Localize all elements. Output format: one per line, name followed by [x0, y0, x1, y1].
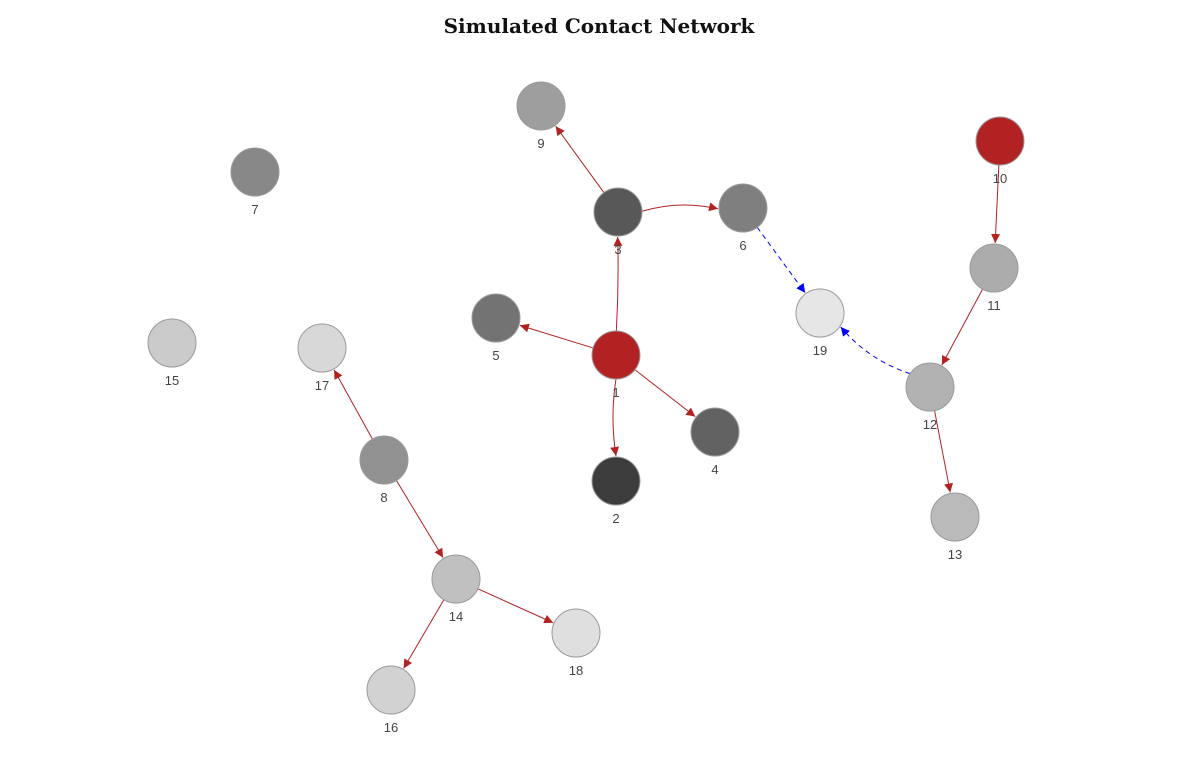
edge-14-to-16 [403, 599, 445, 669]
node-8-label: 8 [380, 490, 387, 505]
node-16-circle[interactable] [366, 665, 416, 715]
edges-layer [333, 125, 1001, 669]
node-6-label: 6 [739, 238, 746, 253]
node-5-circle[interactable] [471, 293, 521, 343]
node-12[interactable]: 12 [905, 362, 955, 432]
node-2-circle[interactable] [591, 456, 641, 506]
node-3-circle[interactable] [593, 187, 643, 237]
node-16[interactable]: 16 [366, 665, 416, 735]
node-4[interactable]: 4 [690, 407, 740, 477]
node-14-circle[interactable] [431, 554, 481, 604]
edge-3-to-6 [641, 202, 719, 212]
edge-3-to-9 [555, 125, 605, 193]
node-17[interactable]: 17 [297, 323, 347, 393]
node-7-circle[interactable] [230, 147, 280, 197]
edge-14-to-18 [477, 588, 554, 624]
node-8-circle[interactable] [359, 435, 409, 485]
node-13-label: 13 [948, 547, 962, 562]
node-4-label: 4 [711, 462, 718, 477]
node-14-label: 14 [449, 609, 463, 624]
node-4-circle[interactable] [690, 407, 740, 457]
node-2-label: 2 [612, 511, 619, 526]
node-19[interactable]: 19 [795, 288, 845, 358]
edge-1-to-5 [519, 323, 594, 349]
edge-8-to-14 [395, 480, 444, 558]
node-10-label: 10 [993, 171, 1007, 186]
node-15-circle[interactable] [147, 318, 197, 368]
node-9[interactable]: 9 [516, 81, 566, 151]
node-5-label: 5 [492, 348, 499, 363]
node-16-label: 16 [384, 720, 398, 735]
node-15-label: 15 [165, 373, 179, 388]
node-6[interactable]: 6 [718, 183, 768, 253]
node-18-label: 18 [569, 663, 583, 678]
node-11-circle[interactable] [969, 243, 1019, 293]
node-9-label: 9 [537, 136, 544, 151]
node-9-circle[interactable] [516, 81, 566, 131]
edge-1-to-4 [634, 369, 696, 418]
node-12-label: 12 [923, 417, 937, 432]
edge-11-to-12 [941, 288, 984, 366]
node-10-circle[interactable] [975, 116, 1025, 166]
edge-1-to-3 [613, 236, 623, 332]
node-2[interactable]: 2 [591, 456, 641, 526]
edge-12-to-19 [840, 326, 911, 375]
node-18-circle[interactable] [551, 608, 601, 658]
node-7[interactable]: 7 [230, 147, 280, 217]
node-11-label: 11 [987, 298, 1001, 313]
edge-12-to-13 [934, 410, 953, 493]
node-6-circle[interactable] [718, 183, 768, 233]
chart-title: Simulated Contact Network [443, 14, 755, 38]
node-14[interactable]: 14 [431, 554, 481, 624]
node-19-label: 19 [813, 343, 827, 358]
edge-10-to-11 [991, 164, 1001, 244]
node-13-circle[interactable] [930, 492, 980, 542]
node-5[interactable]: 5 [471, 293, 521, 363]
edge-8-to-17 [333, 369, 373, 440]
node-15[interactable]: 15 [147, 318, 197, 388]
node-7-label: 7 [251, 202, 258, 217]
edge-6-to-19 [756, 227, 806, 294]
node-13[interactable]: 13 [930, 492, 980, 562]
node-8[interactable]: 8 [359, 435, 409, 505]
node-17-label: 17 [315, 378, 329, 393]
node-1[interactable]: 1 [591, 330, 641, 400]
edge-1-to-2 [610, 378, 620, 457]
node-1-label: 1 [612, 385, 619, 400]
node-17-circle[interactable] [297, 323, 347, 373]
node-3[interactable]: 3 [593, 187, 643, 257]
node-1-circle[interactable] [591, 330, 641, 380]
node-3-label: 3 [614, 242, 621, 257]
node-18[interactable]: 18 [551, 608, 601, 678]
node-10[interactable]: 10 [975, 116, 1025, 186]
node-12-circle[interactable] [905, 362, 955, 412]
node-11[interactable]: 11 [969, 243, 1019, 313]
node-19-circle[interactable] [795, 288, 845, 338]
